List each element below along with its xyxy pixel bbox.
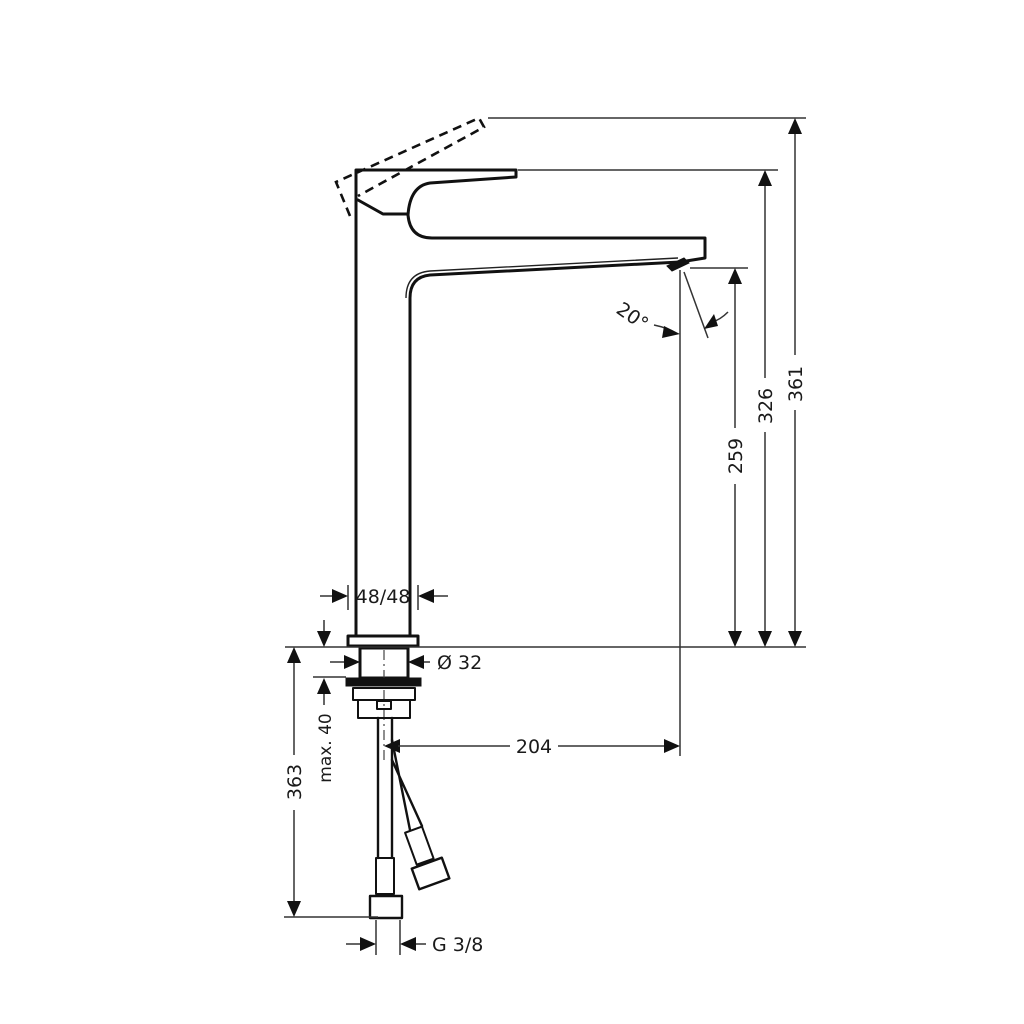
- hose-straight-nut: [368, 894, 404, 920]
- dim-body-width: 48/48: [320, 586, 448, 608]
- dim-lever-height: 326: [755, 170, 777, 647]
- dim-counter-thickness: max. 40: [316, 620, 336, 783]
- hose-straight: [376, 716, 394, 860]
- label-48-48: 48/48: [356, 586, 411, 608]
- spout-bottom-highlight: [405, 257, 679, 299]
- label-259: 259: [725, 438, 747, 474]
- base-ring: [346, 634, 420, 648]
- aerator: [666, 257, 690, 272]
- label-max40: max. 40: [316, 713, 336, 782]
- dim-spout-height: 259: [725, 268, 747, 647]
- dim-mounting-diameter: Ø 32: [330, 652, 482, 674]
- label-d32: Ø 32: [437, 652, 482, 674]
- hose-angled: [390, 738, 424, 832]
- label-g38: G 3/8: [432, 934, 483, 956]
- hose-angled-crimp: [404, 825, 435, 866]
- hose-straight-crimp: [375, 857, 395, 895]
- dim-spray-angle: 20°: [612, 298, 729, 338]
- lever: [354, 168, 518, 217]
- hose-angled-nut: [410, 856, 451, 891]
- label-326: 326: [755, 388, 777, 424]
- lock-nut: [345, 677, 422, 687]
- dim-total-height: 361: [785, 118, 807, 647]
- dim-below-counter: 363: [284, 647, 306, 917]
- dim-connection-thread: G 3/8: [346, 934, 483, 956]
- fixing-screw: [376, 700, 392, 710]
- lever-underside: [356, 198, 410, 216]
- spout-bottom: [408, 260, 682, 638]
- spout-top: [406, 213, 707, 264]
- label-20deg: 20°: [612, 298, 652, 335]
- label-363: 363: [284, 764, 306, 800]
- faucet-body: [334, 116, 707, 648]
- mounting-assembly: [345, 646, 451, 920]
- label-361: 361: [785, 366, 807, 402]
- dim-spout-reach: 204: [384, 736, 680, 758]
- extension-lines: [284, 117, 806, 955]
- label-204: 204: [516, 736, 552, 758]
